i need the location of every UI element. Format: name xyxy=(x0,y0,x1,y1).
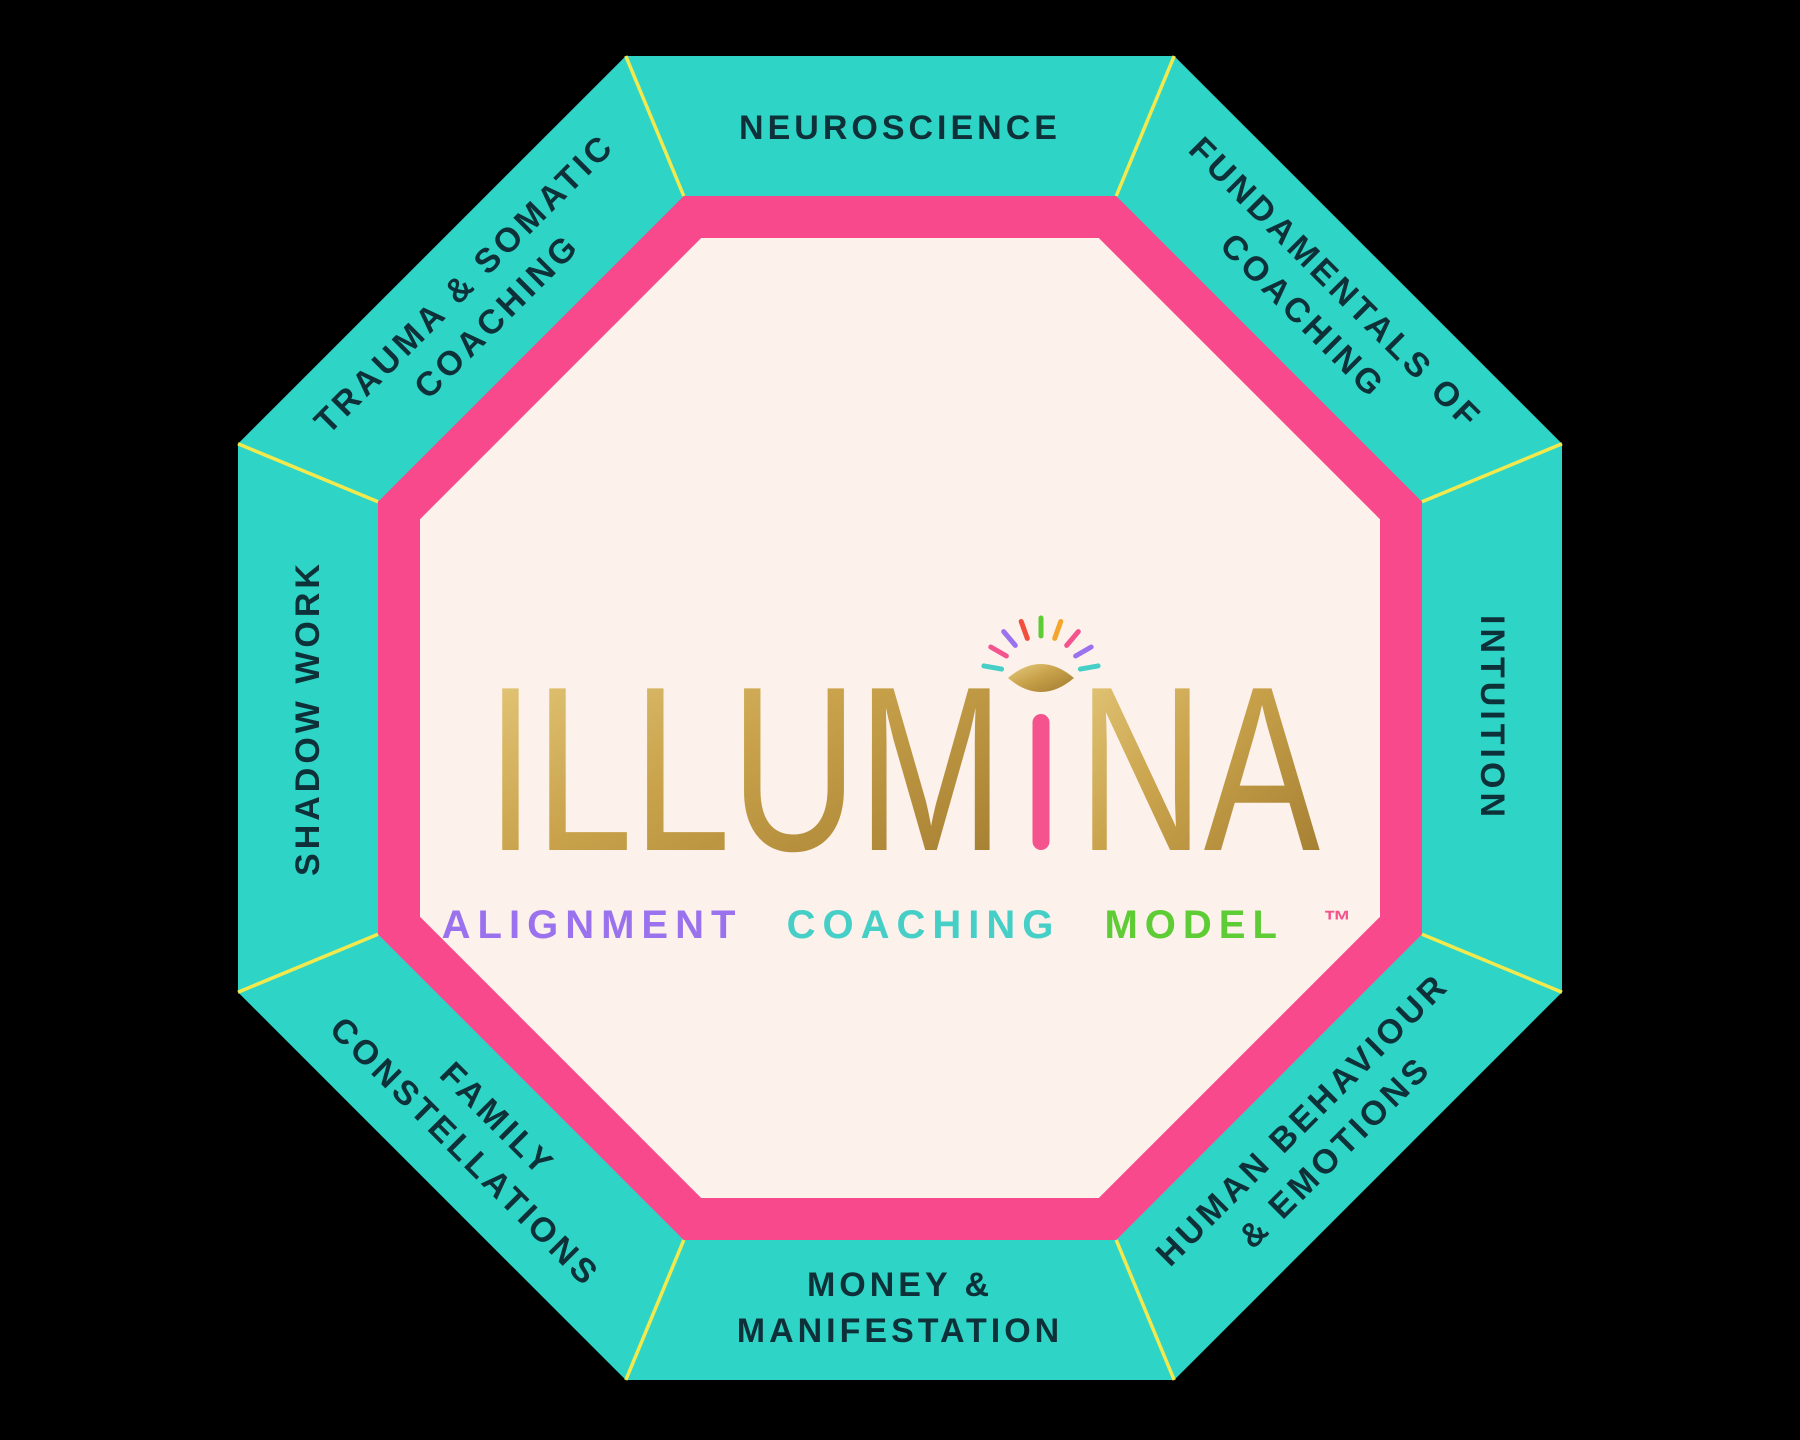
tagline-word-model: MODEL xyxy=(1104,903,1283,947)
segment-divider-line xyxy=(624,55,686,197)
segment-divider-line xyxy=(1421,932,1563,994)
logo-tagline: ALIGNMENT COACHING MODEL ™ xyxy=(442,903,1359,947)
eye-rays-icon xyxy=(981,615,1101,672)
eye-ray xyxy=(1073,644,1094,659)
logo-letter-i-stem xyxy=(1032,714,1050,850)
eye-ray xyxy=(1052,619,1064,641)
illumina-logo: ILLUM NA ALIGNMENT COACHING MODEL ™ xyxy=(442,615,1359,947)
tagline-word-coaching: COACHING xyxy=(787,903,1061,947)
segment-label-intuition: INTUITION xyxy=(1473,615,1511,821)
tagline-trademark: ™ xyxy=(1323,905,1358,936)
logo-wordmark-left: ILLUM xyxy=(486,637,1004,900)
segment-label-neuroscience: NEUROSCIENCE xyxy=(739,109,1061,147)
segment-divider-line xyxy=(624,1239,686,1381)
segment-divider-line xyxy=(1114,1239,1176,1381)
eye-ray xyxy=(981,663,1005,672)
octagon-center xyxy=(420,238,1380,1198)
tagline-word-alignment: ALIGNMENT xyxy=(442,903,743,947)
segment-dividers xyxy=(237,55,1563,1381)
segment-label-money-line2: MANIFESTATION xyxy=(737,1312,1064,1350)
segment-divider-line xyxy=(237,932,379,994)
eye-ray xyxy=(988,644,1009,659)
logo-wordmark-right: NA xyxy=(1078,637,1320,900)
eye-ray xyxy=(1001,629,1018,648)
eye-ray xyxy=(1064,629,1081,648)
segment-divider-line xyxy=(1114,55,1176,197)
eye-ray xyxy=(1018,619,1030,641)
segment-divider-line xyxy=(1421,442,1563,504)
segment-divider-line xyxy=(237,442,379,504)
segment-label-money-line1: MONEY & xyxy=(807,1266,993,1304)
segment-label-shadow-work: SHADOW WORK xyxy=(289,560,327,876)
eye-ray xyxy=(1077,663,1101,672)
eye-icon xyxy=(1008,664,1074,692)
